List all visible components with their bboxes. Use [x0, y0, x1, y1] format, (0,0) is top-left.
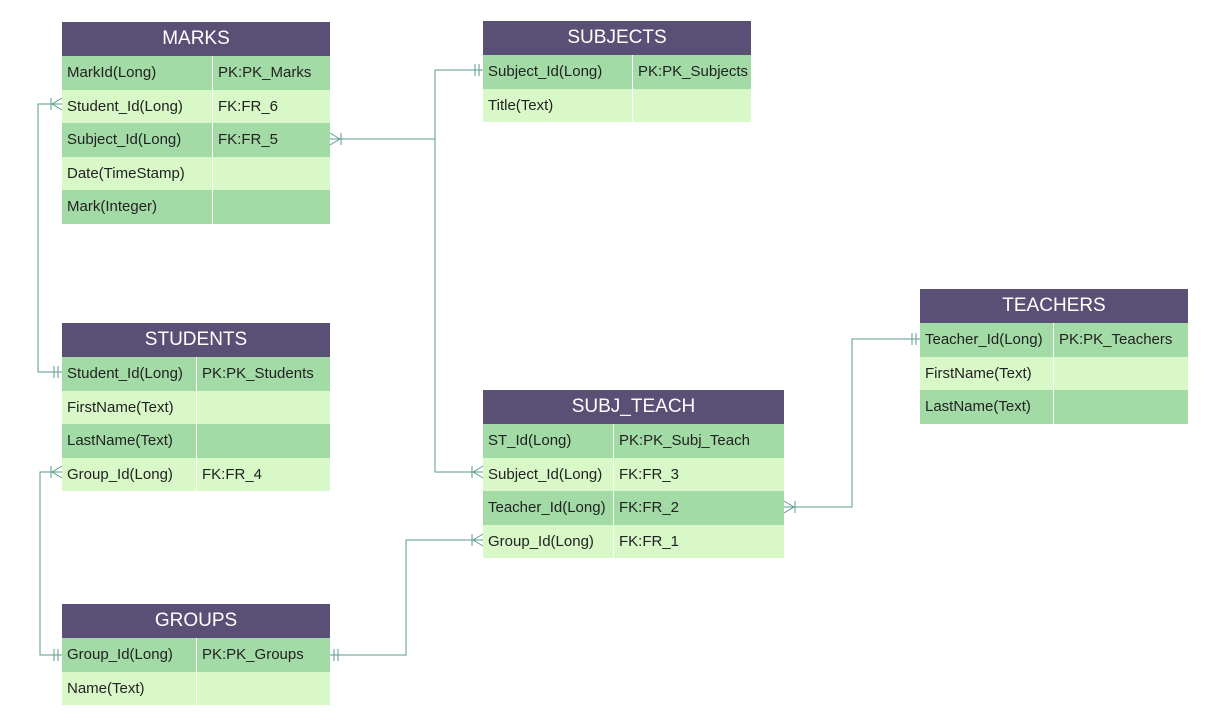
field-name: ST_Id(Long): [483, 424, 614, 458]
field-key: PK:PK_Subjects: [638, 63, 749, 80]
table-row[interactable]: Subject_Id(Long) FK:FR_5: [62, 123, 330, 157]
table-row[interactable]: Student_Id(Long) FK:FR_6: [62, 89, 330, 123]
field-key: FK:FR_5: [218, 131, 279, 148]
entity-title: SUBJ_TEACH: [483, 390, 784, 424]
field-name: Mark(Integer): [62, 190, 213, 224]
field-name: LastName(Text): [920, 390, 1054, 424]
connector-teachers-subj-teach: [784, 338, 920, 508]
field-key: [1054, 390, 1188, 424]
table-row[interactable]: ST_Id(Long) PK:PK_Subj_Teach: [483, 424, 784, 458]
field-name: Subject_Id(Long): [62, 123, 213, 157]
table-row[interactable]: Date(TimeStamp): [62, 156, 330, 191]
many-marker: [472, 471, 484, 479]
field-key: PK:PK_Teachers: [1059, 331, 1173, 348]
entity-title: SUBJECTS: [483, 21, 751, 55]
table-row[interactable]: Group_Id(Long) FK:FR_1: [483, 524, 784, 558]
entity-title: TEACHERS: [920, 289, 1188, 323]
field-name: Group_Id(Long): [62, 638, 197, 672]
table-row[interactable]: Student_Id(Long) PK:PK_Students: [62, 357, 330, 391]
field-key: [633, 89, 751, 123]
field-name: LastName(Text): [62, 424, 197, 458]
field-key: [1054, 357, 1188, 391]
entity-title: GROUPS: [62, 604, 330, 638]
field-key: [197, 424, 330, 458]
field-key: [213, 157, 330, 191]
field-key: [197, 391, 330, 425]
field-key: PK:PK_Marks: [218, 64, 312, 81]
entity-groups[interactable]: GROUPS Group_Id(Long) PK:PK_Groups Name(…: [62, 604, 330, 705]
many-marker: [783, 500, 795, 508]
field-key: FK:FR_4: [202, 465, 263, 483]
field-name: Name(Text): [62, 671, 197, 705]
field-key: PK:PK_Subj_Teach: [619, 432, 750, 449]
entity-teachers[interactable]: TEACHERS Teacher_Id(Long) PK:PK_Teachers…: [920, 289, 1188, 424]
field-name: Teacher_Id(Long): [920, 323, 1054, 357]
table-row[interactable]: LastName(Text): [62, 424, 330, 458]
table-row[interactable]: Title(Text): [483, 88, 751, 123]
many-marker: [51, 97, 63, 105]
field-name: Teacher_Id(Long): [483, 491, 614, 525]
entity-title: STUDENTS: [62, 323, 330, 357]
many-marker: [783, 506, 795, 514]
field-key: FK:FR_1: [619, 532, 680, 550]
many-marker: [51, 103, 63, 111]
field-name: Group_Id(Long): [62, 457, 197, 491]
many-marker: [472, 533, 484, 541]
field-name: Subject_Id(Long): [483, 457, 614, 491]
many-marker: [329, 132, 341, 140]
many-marker: [51, 465, 63, 473]
table-row[interactable]: FirstName(Text): [62, 390, 330, 425]
field-key: FK:FR_3: [619, 465, 680, 483]
table-row[interactable]: Name(Text): [62, 671, 330, 706]
entity-marks[interactable]: MARKS MarkId(Long) PK:PK_Marks Student_I…: [62, 22, 330, 224]
table-row[interactable]: FirstName(Text): [920, 356, 1188, 391]
field-key: [213, 190, 330, 224]
field-name: Subject_Id(Long): [483, 55, 633, 89]
field-key: PK:PK_Groups: [202, 646, 304, 663]
field-key: FK:FR_6: [218, 97, 279, 115]
entity-subjects[interactable]: SUBJECTS Subject_Id(Long) PK:PK_Subjects…: [483, 21, 751, 122]
table-row[interactable]: Mark(Integer): [62, 190, 330, 224]
many-marker: [472, 539, 484, 547]
entity-title: MARKS: [62, 22, 330, 56]
table-row[interactable]: Teacher_Id(Long) PK:PK_Teachers: [920, 323, 1188, 357]
table-row[interactable]: MarkId(Long) PK:PK_Marks: [62, 56, 330, 90]
many-marker: [329, 138, 341, 146]
entity-students[interactable]: STUDENTS Student_Id(Long) PK:PK_Students…: [62, 323, 330, 491]
connector-subjects-subj-teach: [434, 69, 483, 473]
many-marker: [51, 471, 63, 479]
field-name: FirstName(Text): [920, 356, 1054, 390]
field-key: FK:FR_2: [619, 499, 680, 516]
connector-groups-subj-teach: [330, 539, 483, 656]
entity-subj-teach[interactable]: SUBJ_TEACH ST_Id(Long) PK:PK_Subj_Teach …: [483, 390, 784, 558]
field-name: FirstName(Text): [62, 390, 197, 424]
many-marker: [472, 465, 484, 473]
field-name: Group_Id(Long): [483, 524, 614, 558]
connector-groups-students: [39, 471, 62, 656]
field-name: Date(TimeStamp): [62, 156, 213, 190]
connector-students-marks: [37, 103, 62, 373]
field-key: PK:PK_Students: [202, 365, 314, 382]
field-name: MarkId(Long): [62, 56, 213, 90]
table-row[interactable]: Subject_Id(Long) FK:FR_3: [483, 457, 784, 491]
table-row[interactable]: Group_Id(Long) FK:FR_4: [62, 457, 330, 491]
table-row[interactable]: Subject_Id(Long) PK:PK_Subjects: [483, 55, 751, 89]
field-name: Title(Text): [483, 88, 633, 122]
field-key: [197, 672, 330, 706]
table-row[interactable]: Group_Id(Long) PK:PK_Groups: [62, 638, 330, 672]
field-name: Student_Id(Long): [62, 357, 197, 391]
table-row[interactable]: LastName(Text): [920, 390, 1188, 424]
table-row[interactable]: Teacher_Id(Long) FK:FR_2: [483, 491, 784, 525]
field-name: Student_Id(Long): [62, 89, 213, 123]
